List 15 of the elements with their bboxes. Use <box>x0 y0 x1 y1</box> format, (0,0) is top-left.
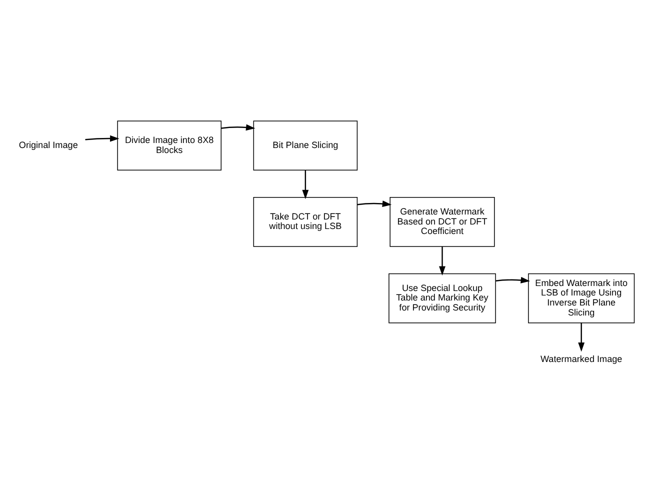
node-box: Bit Plane Slicing <box>253 120 358 170</box>
node-box: Embed Watermark into LSB of Image Using Inverse Bit Plane Slicing <box>528 272 635 323</box>
arrow <box>357 200 392 206</box>
node-box: Generate Watermark Based on DCT or DFT Coefficient <box>390 196 495 246</box>
arrow <box>439 246 446 275</box>
arrow <box>221 124 256 130</box>
node-box: Take DCT or DFT without using LSB <box>253 196 358 246</box>
arrow <box>496 276 530 283</box>
node-box: Use Special Lookup Table and Marking Key for Providing Security <box>388 272 496 323</box>
node-box: Divide Image into 8X8 Blocks <box>117 120 222 170</box>
node-text: Original Image <box>18 139 78 150</box>
arrow <box>578 322 585 352</box>
arrow <box>302 170 309 199</box>
arrow <box>85 134 120 142</box>
node-text: Watermarked Image <box>540 353 622 364</box>
